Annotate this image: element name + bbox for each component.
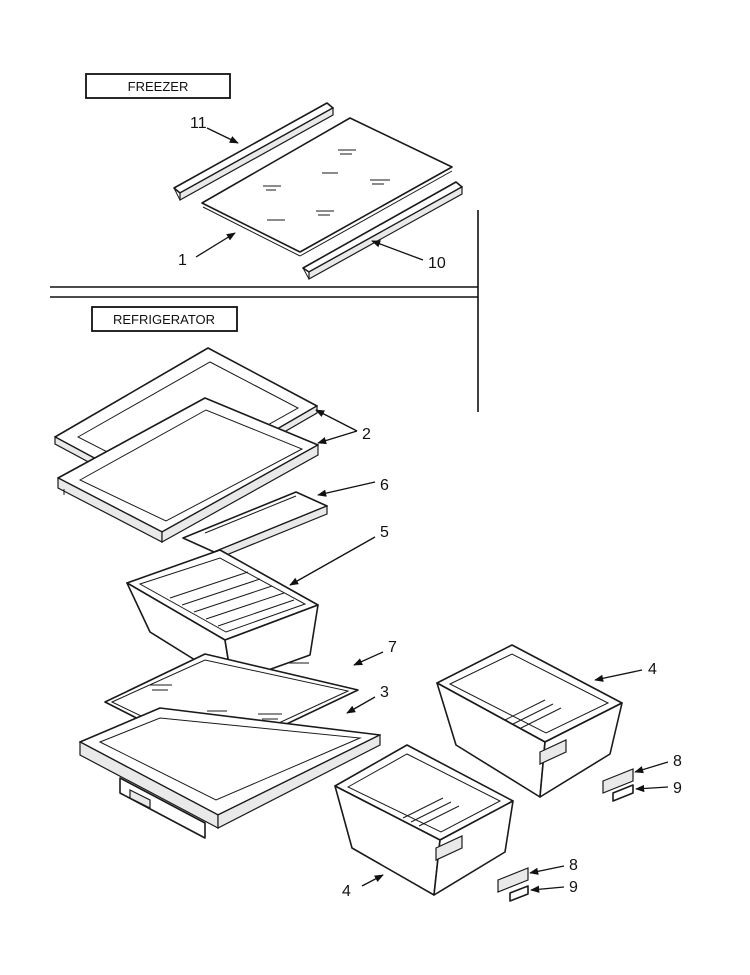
callout-8-lower: 8 [569, 857, 578, 874]
section-divider [50, 210, 479, 412]
refrigerator-section-label: REFRIGERATOR [91, 306, 238, 332]
part-8-label-right [602, 768, 634, 794]
callout-2: 2 [362, 426, 371, 443]
callout-6: 6 [380, 477, 389, 494]
part-9-clip-lower [509, 885, 529, 902]
part-3-crisper-frame [79, 707, 381, 839]
part-8-label-lower [497, 867, 529, 893]
callout-4-right: 4 [648, 661, 657, 678]
callout-3: 3 [380, 684, 389, 701]
part-11-freezer-rail-left [173, 102, 334, 202]
callout-8-right: 8 [673, 753, 682, 770]
callout-numbers: 11 1 10 2 6 5 7 3 4 8 9 8 9 4 [178, 115, 682, 900]
part-2-shelf-lower [57, 397, 319, 544]
part-4-crisper-drawer-lower [334, 744, 514, 896]
callout-10: 10 [428, 255, 446, 272]
refrigerator-label: REFRIGERATOR [113, 312, 215, 327]
callout-5: 5 [380, 524, 389, 541]
part-6-cover-bracket [182, 491, 328, 561]
part-10-freezer-rail-right [302, 181, 463, 281]
part-1-freezer-glass-shelf [201, 117, 453, 257]
callout-7: 7 [388, 639, 397, 656]
part-9-clip-right [612, 784, 634, 802]
callout-1: 1 [178, 252, 187, 269]
callout-9-right: 9 [673, 780, 682, 797]
freezer-section-label: FREEZER [85, 73, 231, 99]
part-4-crisper-drawer-right [436, 644, 623, 798]
freezer-label: FREEZER [128, 79, 189, 94]
callout-11: 11 [190, 115, 207, 132]
leader-lines [195, 127, 669, 893]
callout-4-lower: 4 [342, 883, 351, 900]
callout-9-lower: 9 [569, 879, 578, 896]
